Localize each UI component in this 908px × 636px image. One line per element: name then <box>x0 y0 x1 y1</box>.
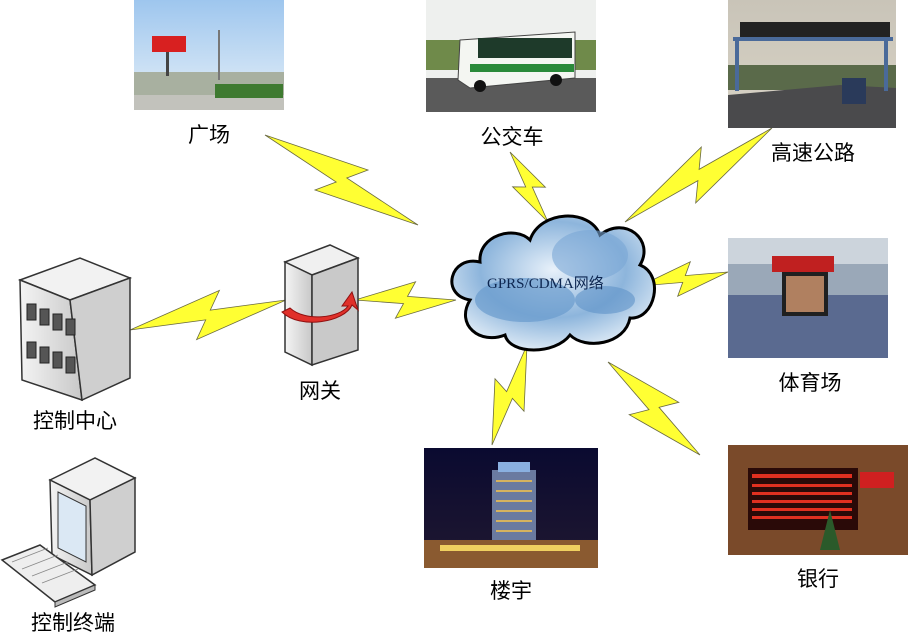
stadium-label: 体育场 <box>778 371 842 395</box>
highway-label: 高速公路 <box>771 141 855 165</box>
bank-label: 银行 <box>797 567 839 591</box>
plaza-label: 广场 <box>188 123 230 147</box>
stadium-photo <box>728 238 888 358</box>
bank-photo <box>728 445 908 555</box>
lightning-link-building-icon <box>491 344 528 446</box>
bus-photo <box>426 0 596 112</box>
building-photo <box>424 448 598 568</box>
cloud-network-icon <box>450 214 656 352</box>
lightning-link-bank-icon <box>607 361 701 456</box>
lightning-link-control-center-icon <box>129 289 287 341</box>
control-terminal-computer-icon <box>0 457 137 608</box>
control-terminal-label: 控制终端 <box>31 611 115 635</box>
lightning-link-bus-icon <box>509 151 549 223</box>
highway-photo <box>728 0 896 128</box>
cloud-network-label: GPRS/CDMA网络 <box>487 276 604 292</box>
wireless-links <box>129 127 773 456</box>
control-center-building-icon <box>17 257 133 402</box>
lightning-link-gateway-icon <box>354 281 457 319</box>
plaza-photo <box>134 0 284 110</box>
lightning-link-plaza-icon <box>264 134 419 226</box>
control-center-label: 控制中心 <box>33 409 117 433</box>
building-label: 楼宇 <box>490 579 532 603</box>
gateway-server-icon <box>281 244 360 367</box>
lightning-link-highway-icon <box>624 127 773 223</box>
bus-label: 公交车 <box>480 125 544 149</box>
gateway-label: 网关 <box>299 379 341 403</box>
